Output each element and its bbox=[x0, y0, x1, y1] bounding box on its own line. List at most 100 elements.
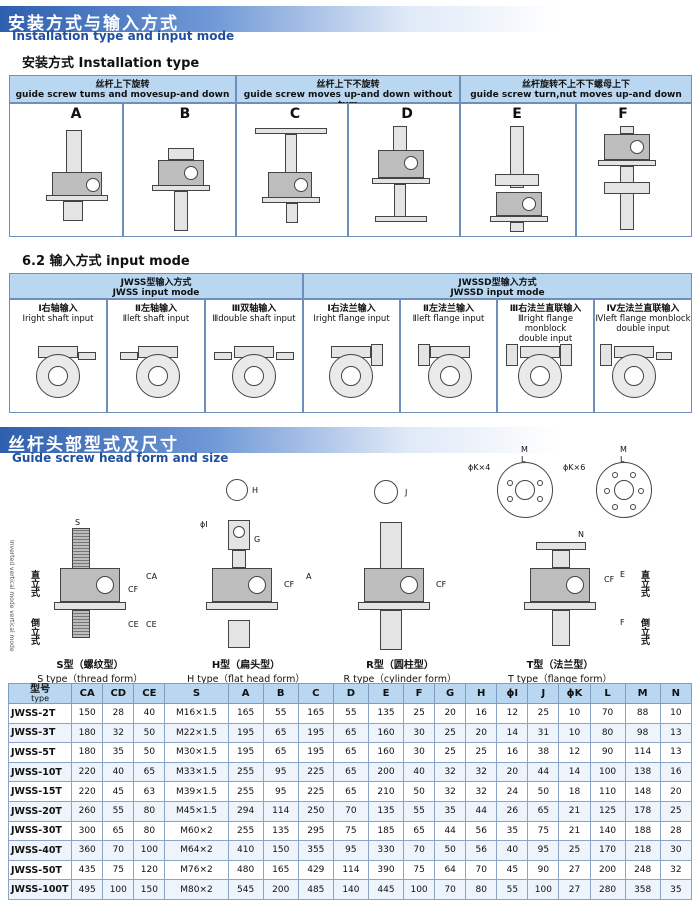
value-cell: 56 bbox=[465, 820, 498, 842]
column-header: F bbox=[403, 683, 436, 704]
dim-cf: CF bbox=[604, 575, 615, 584]
value-cell: 70 bbox=[403, 840, 436, 861]
value-cell: M60×2 bbox=[164, 820, 229, 842]
dim-e: E bbox=[620, 570, 626, 579]
value-cell: 114 bbox=[624, 742, 661, 763]
install-letter-b: B bbox=[179, 106, 191, 122]
dim-s: S bbox=[75, 518, 81, 527]
value-cell: 10 bbox=[659, 703, 693, 724]
input-label-jwssd-2: Ⅱ左法兰输入 Ⅱleft flange input bbox=[400, 304, 497, 324]
column-header: ϕI bbox=[496, 683, 529, 704]
value-cell: 63 bbox=[133, 781, 166, 802]
value-cell: 40 bbox=[403, 761, 436, 783]
model-cell: JWSS-100T bbox=[7, 879, 73, 900]
value-cell: 16 bbox=[465, 703, 498, 724]
group-label-zh: 丝杆上下旋转 bbox=[95, 80, 150, 90]
section-banner-installation: 安装方式与输入方式 bbox=[0, 6, 700, 34]
group-label-en: guide screw turn,nut moves up-and down bbox=[470, 90, 682, 100]
caption-en: R type（cylinder form） bbox=[343, 674, 457, 685]
value-cell: 70 bbox=[332, 800, 369, 822]
value-cell: 45 bbox=[496, 859, 529, 881]
dim-m-2: M bbox=[620, 445, 627, 454]
dim-phik4: ϕK×4 bbox=[468, 463, 491, 472]
value-cell: 165 bbox=[297, 703, 334, 724]
dim-cf: CF bbox=[128, 585, 139, 594]
value-cell: 218 bbox=[624, 840, 661, 861]
dim-f: F bbox=[620, 618, 625, 627]
value-cell: 80 bbox=[589, 722, 626, 744]
dim-ce: CE bbox=[146, 620, 157, 629]
value-cell: 280 bbox=[589, 879, 626, 900]
value-cell: 178 bbox=[624, 800, 661, 822]
value-cell: 65 bbox=[403, 820, 436, 842]
value-cell: 170 bbox=[589, 840, 626, 861]
value-cell: 40 bbox=[102, 761, 135, 783]
value-cell: 294 bbox=[227, 800, 264, 822]
value-cell: 220 bbox=[71, 781, 104, 802]
column-header: ϕK bbox=[558, 683, 591, 704]
value-cell: 148 bbox=[624, 781, 661, 802]
jwssd-header-en: JWSSD input mode bbox=[450, 288, 545, 298]
dim-m-1: M bbox=[521, 445, 528, 454]
column-header: B bbox=[262, 683, 299, 704]
value-cell: 40 bbox=[133, 703, 166, 724]
section-title-en: Guide screw head form and size bbox=[12, 451, 229, 465]
column-header: L bbox=[589, 683, 626, 704]
caption-en: S type（thread form） bbox=[37, 674, 143, 685]
column-header: S bbox=[164, 683, 229, 704]
install-group-header-1: 丝杆上下旋转 guide screw tums and movesup-and … bbox=[9, 75, 236, 103]
value-cell: 260 bbox=[71, 800, 104, 822]
value-cell: 160 bbox=[367, 722, 405, 744]
jwssd-header-zh: JWSSD型输入方式 bbox=[458, 278, 537, 288]
value-cell: 80 bbox=[133, 820, 166, 842]
value-cell: 255 bbox=[227, 820, 264, 842]
jwss-header-zh: JWSS型输入方式 bbox=[120, 278, 192, 288]
value-cell: 220 bbox=[71, 761, 104, 783]
column-header: M bbox=[624, 683, 661, 704]
value-cell: 150 bbox=[133, 879, 166, 900]
column-header: D bbox=[332, 683, 369, 704]
input-label-zh: Ⅱ左轴输入 bbox=[135, 304, 177, 314]
value-cell: 50 bbox=[527, 781, 560, 802]
input-label-jwssd-4: Ⅳ左法兰直联输入 Ⅳleft flange monblock double in… bbox=[594, 304, 692, 334]
value-cell: M64×2 bbox=[164, 840, 229, 861]
value-cell: 12 bbox=[496, 703, 529, 724]
install-group-header-3: 丝杆旋转不上不下螺母上下 guide screw turn,nut moves … bbox=[460, 75, 692, 103]
caption-en: T type（flange form） bbox=[508, 674, 612, 685]
value-cell: 44 bbox=[527, 761, 560, 783]
value-cell: 50 bbox=[403, 781, 436, 802]
value-cell: 20 bbox=[496, 761, 529, 783]
value-cell: 27 bbox=[558, 879, 591, 900]
caption-zh: S型（螺纹型） bbox=[56, 660, 124, 671]
dim-l-1: L bbox=[521, 455, 526, 464]
caption-zh: R型（圆柱型） bbox=[366, 660, 434, 671]
value-cell: 65 bbox=[102, 820, 135, 842]
value-cell: 44 bbox=[465, 800, 498, 822]
value-cell: 114 bbox=[262, 800, 299, 822]
value-cell: 150 bbox=[262, 840, 299, 861]
value-cell: 30 bbox=[403, 742, 436, 763]
input-label-jwss-1: Ⅰ右轴输入 Ⅰright shaft input bbox=[9, 304, 107, 324]
model-cell: JWSS-40T bbox=[7, 840, 73, 861]
column-header: A bbox=[227, 683, 264, 704]
value-cell: M39×1.5 bbox=[164, 781, 229, 802]
column-header: E bbox=[367, 683, 405, 704]
value-cell: 31 bbox=[527, 722, 560, 744]
value-cell: 45 bbox=[102, 781, 135, 802]
section-banner-head: 丝杆头部型式及尺寸 bbox=[0, 427, 700, 455]
column-header: N bbox=[659, 683, 693, 704]
value-cell: 390 bbox=[367, 859, 405, 881]
value-cell: 55 bbox=[102, 800, 135, 822]
value-cell: 195 bbox=[297, 742, 334, 763]
value-cell: 18 bbox=[558, 781, 591, 802]
value-cell: 495 bbox=[71, 879, 104, 900]
value-cell: 360 bbox=[71, 840, 104, 861]
input-label-jwssd-1: Ⅰ右法兰输入 Ⅰright flange input bbox=[303, 304, 400, 324]
value-cell: M16×1.5 bbox=[164, 703, 229, 724]
value-cell: 32 bbox=[434, 761, 467, 783]
